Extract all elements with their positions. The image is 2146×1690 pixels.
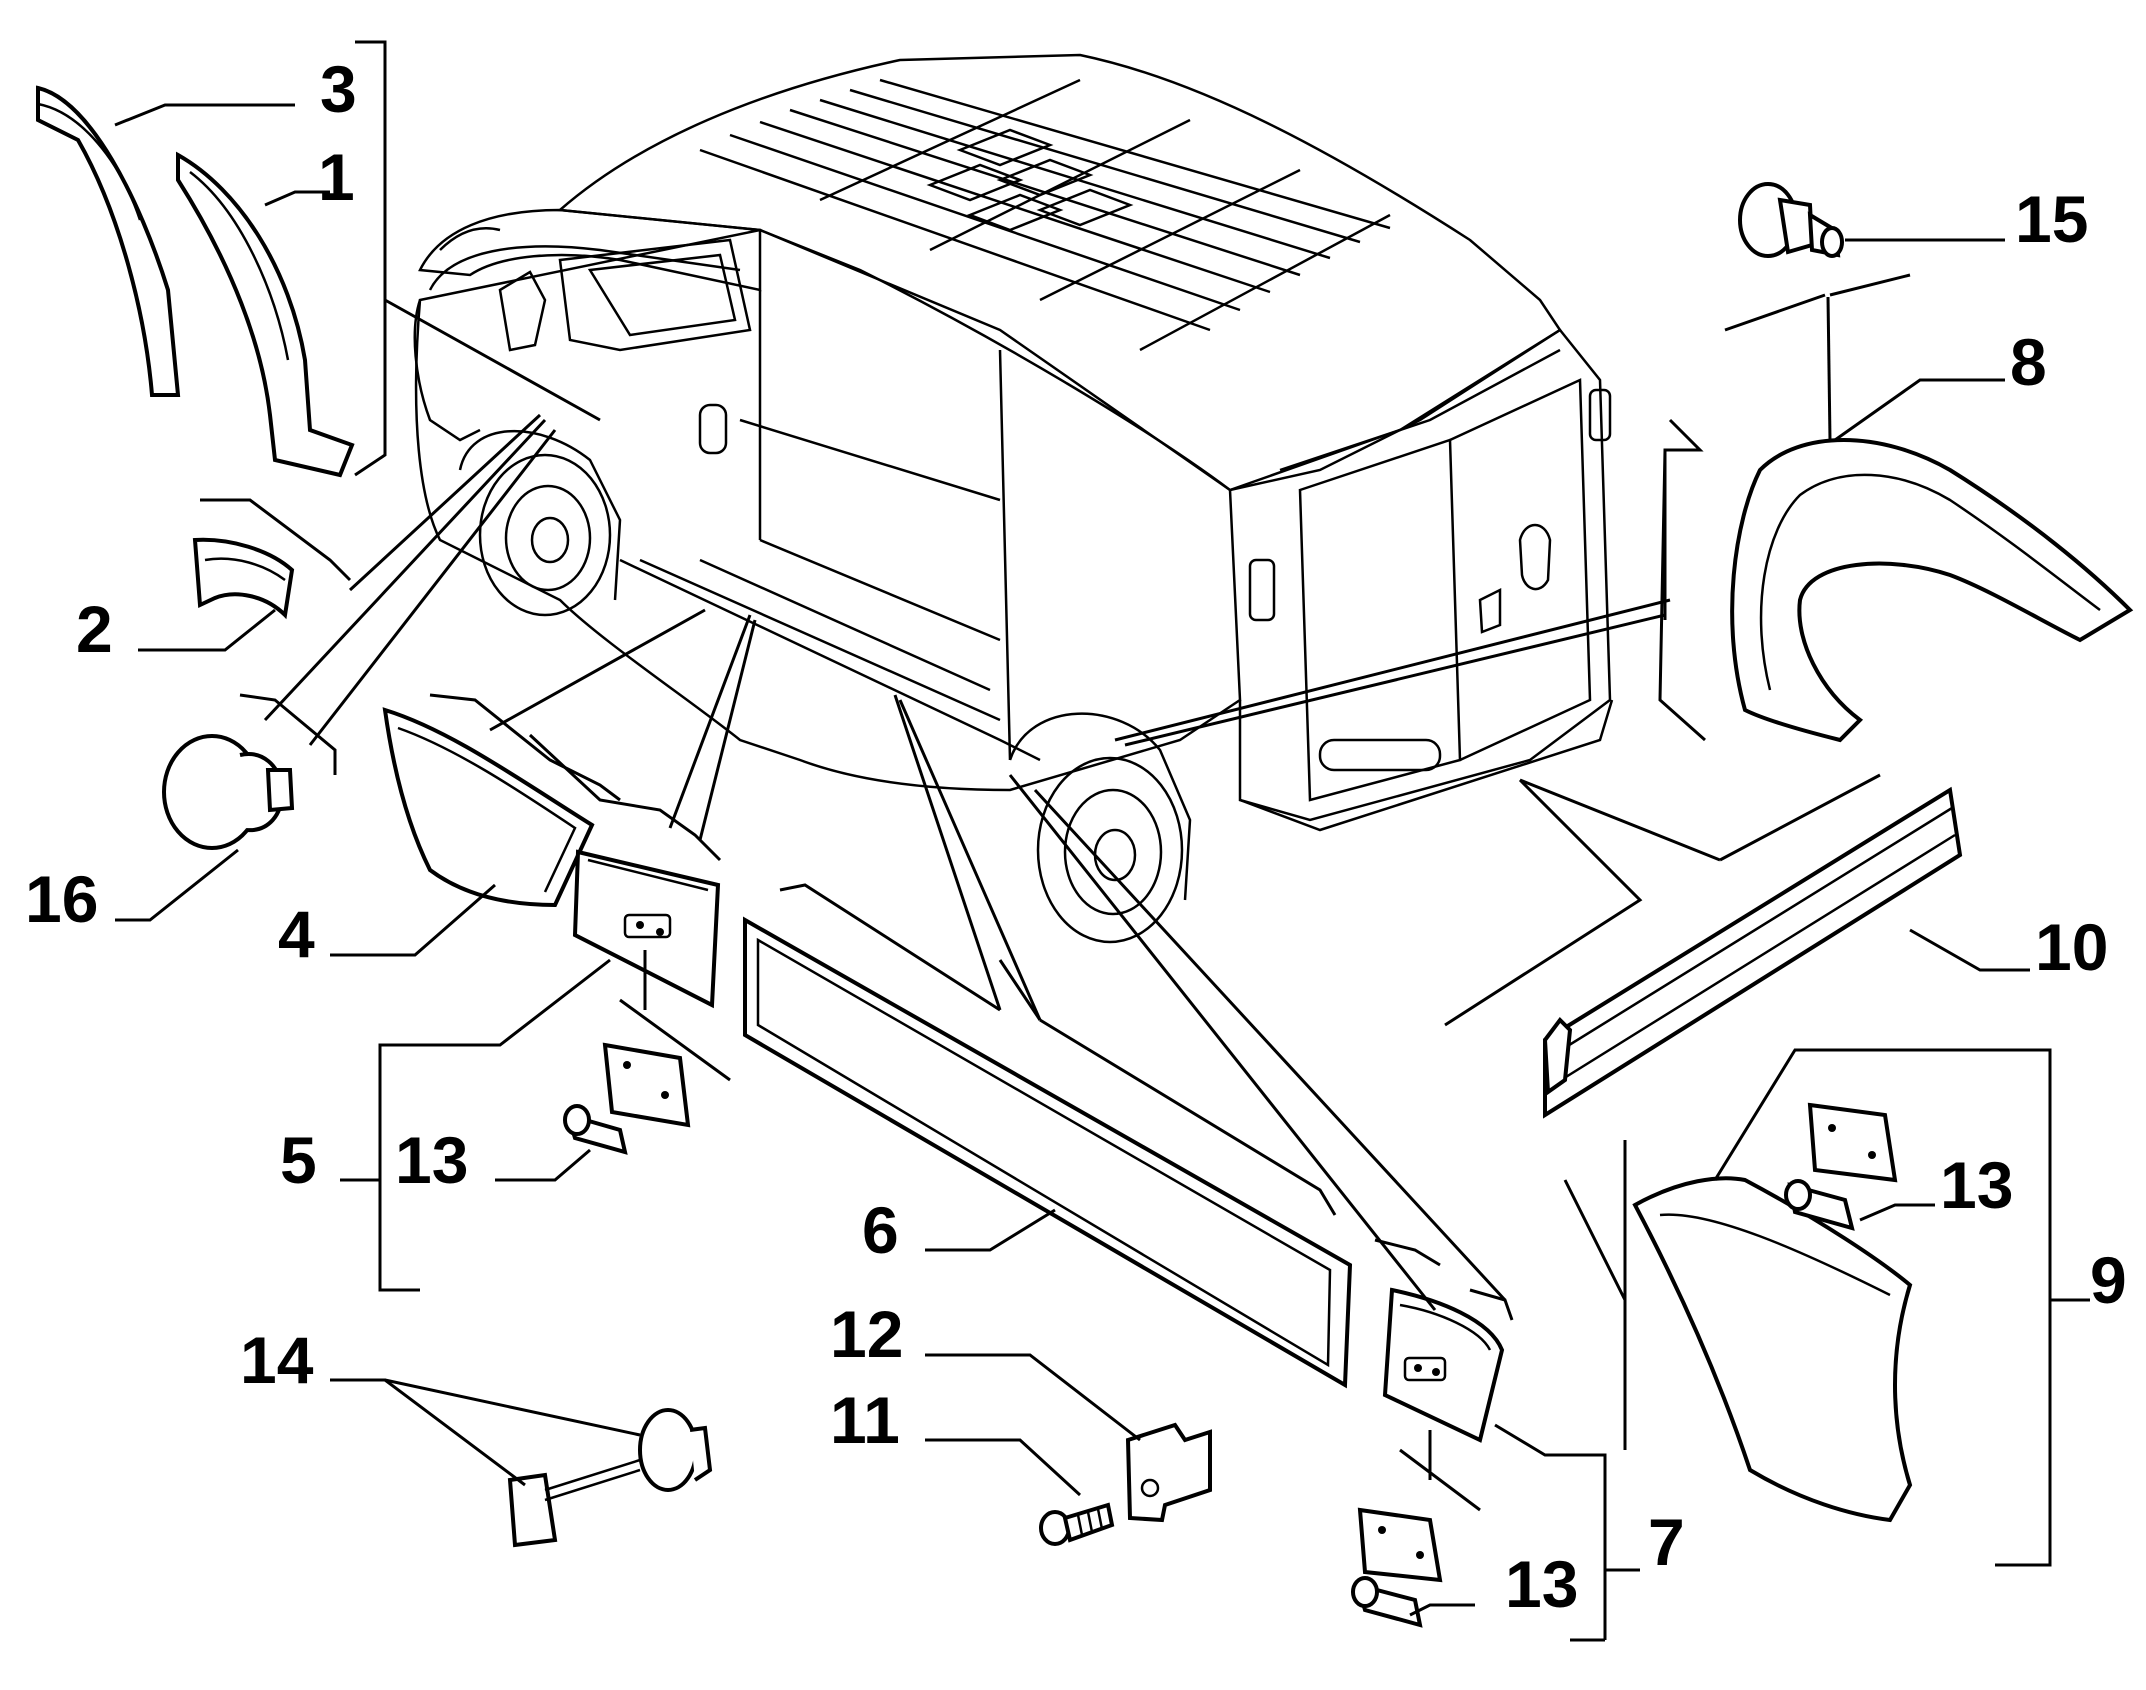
part-10-bumper-strip [1542,786,1963,1119]
callout-9: 9 [2090,1243,2127,1317]
part-11-screw [1039,1502,1115,1546]
callout-13-right: 13 [1940,1148,2013,1222]
part-13-clip-bottom [1351,1507,1443,1628]
part-7-rear-trim [1382,1287,1505,1443]
part-5-small-trim [572,849,721,1009]
callout-12: 12 [830,1297,903,1371]
callout-8: 8 [2010,325,2047,399]
leader-lines [114,40,2090,1642]
callout-3: 3 [320,52,357,126]
rear-wheel [1008,712,1192,944]
part-6-long-moulding [743,916,1353,1389]
part-1-arch-liner [176,151,355,478]
callout-5: 5 [280,1123,317,1197]
part-8-rear-arch [1730,438,2134,743]
part-9-rear-corner [1632,1176,1913,1523]
callout-15: 15 [2015,182,2088,256]
part-15-push-rivet [1738,182,1844,258]
part-12-bracket [1125,1422,1212,1523]
callout-16: 16 [25,862,98,936]
part-14-clip-rivet [507,1408,713,1548]
part-13-clip-left [563,1042,691,1155]
part-16-round-clip [162,734,295,850]
callout-6: 6 [862,1193,899,1267]
part-4-front-moulding [382,707,595,908]
callout-11: 11 [830,1383,900,1457]
callout-2: 2 [76,592,113,666]
part-13-clip-right [1784,1102,1898,1231]
callout-14: 14 [240,1323,314,1397]
callout-7: 7 [1648,1505,1685,1579]
callout-labels: 3 1 2 16 4 5 13 14 6 12 11 7 13 15 8 10 … [25,52,2127,1621]
van-illustration [413,53,1614,944]
callout-13-left: 13 [395,1123,468,1197]
part-3-arch-strip [36,85,181,397]
part-2-bracket [192,537,295,620]
callout-13-bottom: 13 [1505,1547,1578,1621]
callout-10: 10 [2035,910,2108,984]
callout-1: 1 [318,140,355,214]
callout-4: 4 [278,897,315,971]
